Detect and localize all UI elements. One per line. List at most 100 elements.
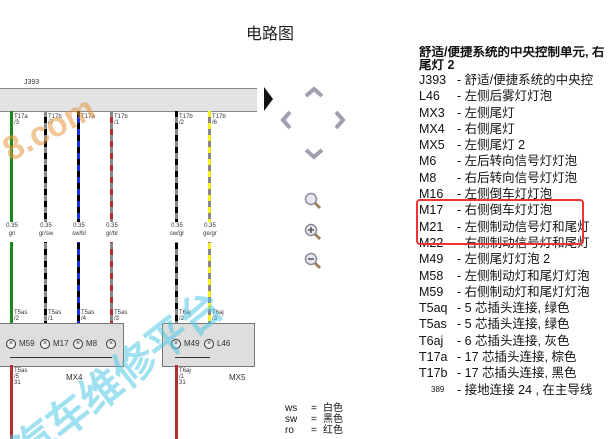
circuit-diagram[interactable]: J393 T17a /3 0.35 gn T5as /2 T17b /7 0.3… — [0, 0, 270, 439]
box1-ground-pin: T5as /5 31 — [14, 368, 28, 386]
pan-left-button[interactable] — [280, 110, 292, 134]
color-key-row: sw=黑色 — [285, 414, 343, 425]
legend-item: MX5 - 左侧尾灯 2 — [419, 137, 614, 153]
lamp-bulb-icon[interactable]: × — [106, 339, 116, 349]
legend-item: M6 - 左后转向信号灯灯泡 — [419, 153, 614, 169]
tail-light-box-mx4 — [0, 323, 124, 367]
wire-bottom-connector: T5as /4 — [81, 310, 95, 322]
lamp-bulb-icon[interactable]: × — [40, 339, 50, 349]
highlight-box — [416, 199, 584, 245]
legend-desc: - 右侧制动灯和尾灯灯泡 — [457, 284, 590, 299]
pan-right-button[interactable] — [334, 110, 346, 134]
wire-label: 0.35 sw/gr — [162, 222, 192, 242]
legend-desc: - 左侧制动信号灯和尾灯 — [457, 219, 590, 234]
control-unit-bar — [0, 88, 257, 112]
wire-top-connector: T17a /3 — [14, 114, 28, 126]
wire-0[interactable] — [10, 111, 13, 323]
legend-item: MX3 - 左侧尾灯 — [419, 105, 614, 121]
legend-code: 389 — [431, 384, 445, 394]
legend-code: T17b — [419, 366, 448, 381]
legend-item: M58 - 左侧制动灯和尾灯灯泡 — [419, 268, 614, 284]
wire-bottom-connector: T6aj /2 — [179, 310, 191, 322]
legend-code: M17 — [419, 203, 444, 218]
wire-5[interactable] — [208, 111, 211, 323]
legend-code: T6aj — [419, 333, 444, 348]
wire-2[interactable] — [77, 111, 80, 323]
legend-item: T5as - 5 芯插头连接, 绿色 — [419, 316, 614, 332]
legend-desc: - 6 芯插头连接, 灰色 — [457, 333, 570, 348]
legend-code: L46 — [419, 89, 440, 104]
wire-label: 0.35 gn — [0, 222, 27, 242]
bulb-label: L46 — [217, 339, 231, 348]
wire-label: 0.35 gr/br — [97, 222, 127, 242]
legend-desc: - 右侧制动信号灯和尾灯 — [457, 235, 590, 250]
legend-code: M6 — [419, 154, 437, 169]
expand-panel-arrow[interactable] — [264, 87, 273, 111]
legend-code: T5as — [419, 317, 447, 332]
legend-item: T5aq - 5 芯插头连接, 绿色 — [419, 300, 614, 316]
legend-code: M8 — [419, 170, 437, 185]
legend-item: T17a - 17 芯插头连接, 棕色 — [419, 349, 614, 365]
lamp-bulb-icon[interactable]: × — [73, 339, 83, 349]
wire-top-connector: T17b /6 — [212, 114, 226, 126]
chevron-down-icon — [304, 148, 324, 160]
legend-heading: 舒适/便捷系统的中央控制单元, 右 — [419, 46, 605, 59]
zoom-out-icon — [304, 252, 322, 270]
legend-desc: - 左侧后雾灯灯泡 — [457, 89, 553, 104]
legend-desc: - 左后转向信号灯灯泡 — [457, 154, 578, 169]
component-legend: 舒适/便捷系统的中央控制单元, 右 尾灯 2 J393 - 舒适/便捷系统的中央… — [419, 46, 614, 398]
legend-desc: - 5 芯插头连接, 绿色 — [457, 317, 570, 332]
legend-item: M22 - 右侧制动信号灯和尾灯 — [419, 235, 614, 251]
wire-4[interactable] — [175, 111, 178, 323]
box2-ground-pin: T6aj /1 31 — [179, 368, 191, 386]
zoom-in-icon — [304, 223, 322, 241]
box1-ground-wire — [10, 365, 13, 439]
bulb-label: M49 — [184, 339, 200, 348]
lamp-bulb-icon[interactable]: × — [171, 339, 181, 349]
legend-desc: - 17 芯插头连接, 棕色 — [457, 350, 577, 365]
page-title: 电路图 — [246, 26, 295, 43]
pan-up-button[interactable] — [304, 80, 324, 102]
legend-desc: - 左侧倒车灯灯泡 — [457, 187, 553, 202]
zoom-in-button[interactable] — [304, 223, 322, 241]
legend-item: T17b - 17 芯插头连接, 黑色 — [419, 365, 614, 381]
legend-code: T17a — [419, 350, 448, 365]
wire-1[interactable] — [44, 111, 47, 323]
wire-label: 0.35 sw/bl — [64, 222, 94, 242]
wire-label: 0.35 gr/sw — [31, 222, 61, 242]
legend-desc: - 左侧尾灯 2 — [457, 138, 526, 153]
wire-label: 0.35 ge/gr — [195, 222, 225, 242]
box2-ground-wire — [175, 365, 178, 439]
lamp-bulb-icon[interactable]: × — [204, 339, 214, 349]
legend-desc: - 右后转向信号灯灯泡 — [457, 170, 578, 185]
legend-code: M58 — [419, 268, 444, 283]
legend-desc: - 右侧尾灯 — [457, 121, 515, 136]
wire-bottom-connector: T6aj /3 — [212, 310, 224, 322]
wire-bottom-connector: T5as /3 — [114, 310, 128, 322]
wire-top-connector: T17b /1 — [114, 114, 128, 126]
legend-subheading: 尾灯 2 — [419, 59, 455, 72]
wire-color-key: ws=白色 sw=黑色 ro=红色 — [285, 403, 343, 436]
legend-item: M49 - 左侧尾灯灯泡 2 — [419, 251, 614, 267]
legend-item: M16 - 左侧倒车灯灯泡 — [419, 186, 614, 202]
legend-code: M22 — [419, 235, 444, 250]
legend-desc: - 接地连接 24 , 在主导线 — [457, 382, 593, 397]
legend-code: J393 — [419, 73, 447, 87]
legend-code: MX5 — [419, 138, 445, 153]
legend-item: M8 - 右后转向信号灯灯泡 — [419, 170, 614, 186]
zoom-out-button[interactable] — [304, 252, 322, 270]
legend-item: T6aj - 6 芯插头连接, 灰色 — [419, 333, 614, 349]
pan-down-button[interactable] — [304, 142, 324, 164]
box2-label: MX5 — [229, 373, 246, 382]
legend-code: M49 — [419, 252, 444, 267]
box1-bus-line — [10, 357, 112, 358]
legend-item: M21 - 左侧制动信号灯和尾灯 — [419, 219, 614, 235]
legend-code: MX4 — [419, 121, 445, 136]
color-key-row: ro=红色 — [285, 425, 343, 436]
zoom-reset-button[interactable] — [304, 192, 322, 210]
legend-desc: - 右侧倒车灯灯泡 — [457, 203, 553, 218]
lamp-bulb-icon[interactable]: × — [6, 339, 16, 349]
legend-code: MX3 — [419, 105, 445, 120]
chevron-left-icon — [280, 110, 292, 130]
wire-3[interactable] — [110, 111, 113, 323]
